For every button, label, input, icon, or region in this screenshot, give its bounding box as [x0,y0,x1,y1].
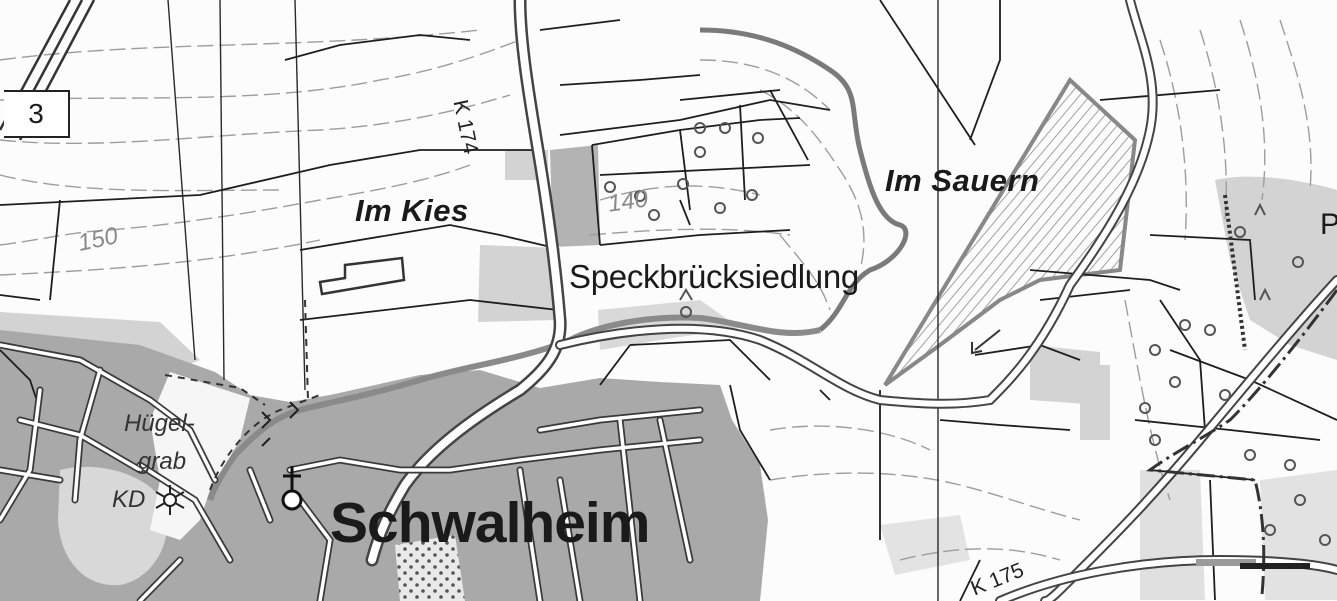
church-icon [281,466,303,511]
route-number-box: 3 [4,90,70,138]
building-outline [318,256,406,296]
monument-label: KD [112,486,146,513]
tumulus-label-line2: grab [138,448,187,475]
field-name-sauern: Im Sauern [885,163,1040,198]
admin-boundary [1145,194,1337,596]
edge-letter-label: P [1320,208,1337,241]
cultural-monument-icon [155,485,185,515]
footpath [164,299,321,491]
stream [207,27,909,502]
town-label: Schwalheim [330,491,650,555]
meadow-symbols [604,122,1331,546]
contour-label-140: 140 [606,185,650,218]
hatched-area [883,76,1138,387]
village-streets [0,341,704,601]
main-roads [365,0,1337,601]
tumulus-marks [261,401,300,447]
flow-arrow [971,329,1001,355]
tumulus-label-line1: Hügel- [124,410,195,437]
settlement-label: Speckbrücksiedlung [569,258,859,295]
road-marker [1196,559,1310,569]
field-name-kies: Im Kies [355,193,469,228]
shrub-symbols [679,202,1271,301]
